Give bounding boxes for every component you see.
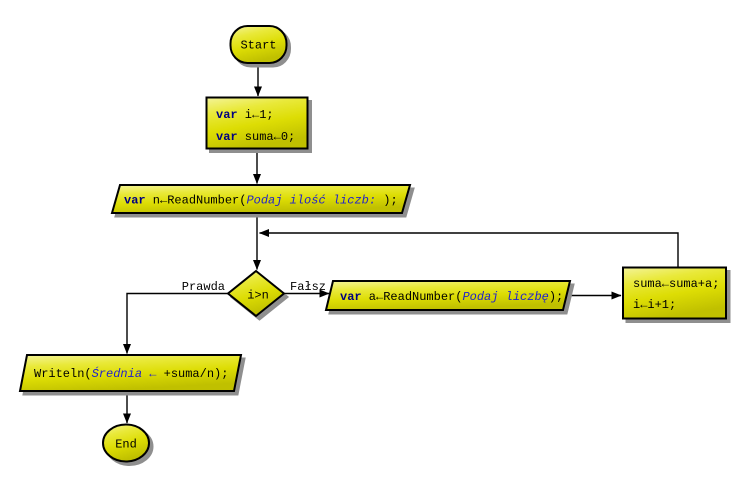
init-block-shape: [205, 96, 309, 150]
start-node: Start: [229, 25, 291, 68]
connector-loop-back: [259, 229, 679, 267]
connector-decision-true: [123, 292, 228, 354]
read-n-string: Podaj ilość liczb:: [246, 194, 383, 208]
decision-true-label: Prawda: [182, 280, 225, 294]
read-n-keyword: var: [124, 194, 146, 208]
read-a-block-shape: [324, 280, 572, 311]
decision-diamond-shape: [226, 269, 286, 318]
output-text: Writeln(Średnia ← +suma/n);: [34, 366, 228, 381]
read-n-block-shape: [110, 184, 412, 214]
start-node-shape: [229, 25, 288, 64]
accumulate-block: suma←suma+a; i←i+1;: [622, 266, 731, 323]
init-line-2-keyword: var: [216, 130, 238, 144]
read-a-code-after: );: [549, 290, 563, 304]
init-line-1-keyword: var: [216, 108, 238, 122]
output-block: Writeln(Średnia ← +suma/n);: [18, 354, 246, 396]
accumulate-line-1: suma←suma+a;: [633, 277, 719, 291]
accumulate-line-2: i←i+1;: [633, 298, 676, 312]
output-code-after: +suma/n);: [164, 367, 229, 381]
decision-false-label: Fałsz: [290, 280, 326, 294]
init-block: var i←1; var suma←0;: [205, 96, 312, 153]
output-code-before: Writeln(: [34, 367, 92, 381]
read-n-text: var n←ReadNumber(Podaj ilość liczb: );: [124, 194, 398, 208]
init-line-2: var suma←0;: [216, 130, 295, 144]
read-a-block: var a←ReadNumber(Podaj liczbę);: [324, 280, 575, 315]
decision-diamond: i>n: [226, 269, 290, 321]
init-line-2-code: suma←0;: [238, 130, 296, 144]
read-a-code-before: a←ReadNumber(: [362, 290, 463, 304]
init-line-1-code: i←1;: [238, 108, 274, 122]
read-n-code-before: n←ReadNumber(: [146, 194, 247, 208]
output-string: Średnia ←: [92, 366, 164, 381]
end-node-label: End: [115, 438, 137, 452]
read-a-keyword: var: [340, 290, 362, 304]
read-n-block: var n←ReadNumber(Podaj ilość liczb: );: [110, 184, 415, 218]
decision-condition: i>n: [247, 289, 269, 303]
read-n-code-after: );: [383, 194, 397, 208]
end-node-shape: [102, 423, 150, 463]
read-a-string: Podaj liczbę: [462, 290, 548, 304]
init-line-1: var i←1;: [216, 108, 274, 122]
start-node-label: Start: [240, 39, 276, 53]
end-node: End: [102, 423, 154, 466]
output-block-shape: [18, 354, 243, 392]
accumulate-block-shape: [622, 266, 727, 320]
read-a-text: var a←ReadNumber(Podaj liczbę);: [340, 290, 563, 304]
